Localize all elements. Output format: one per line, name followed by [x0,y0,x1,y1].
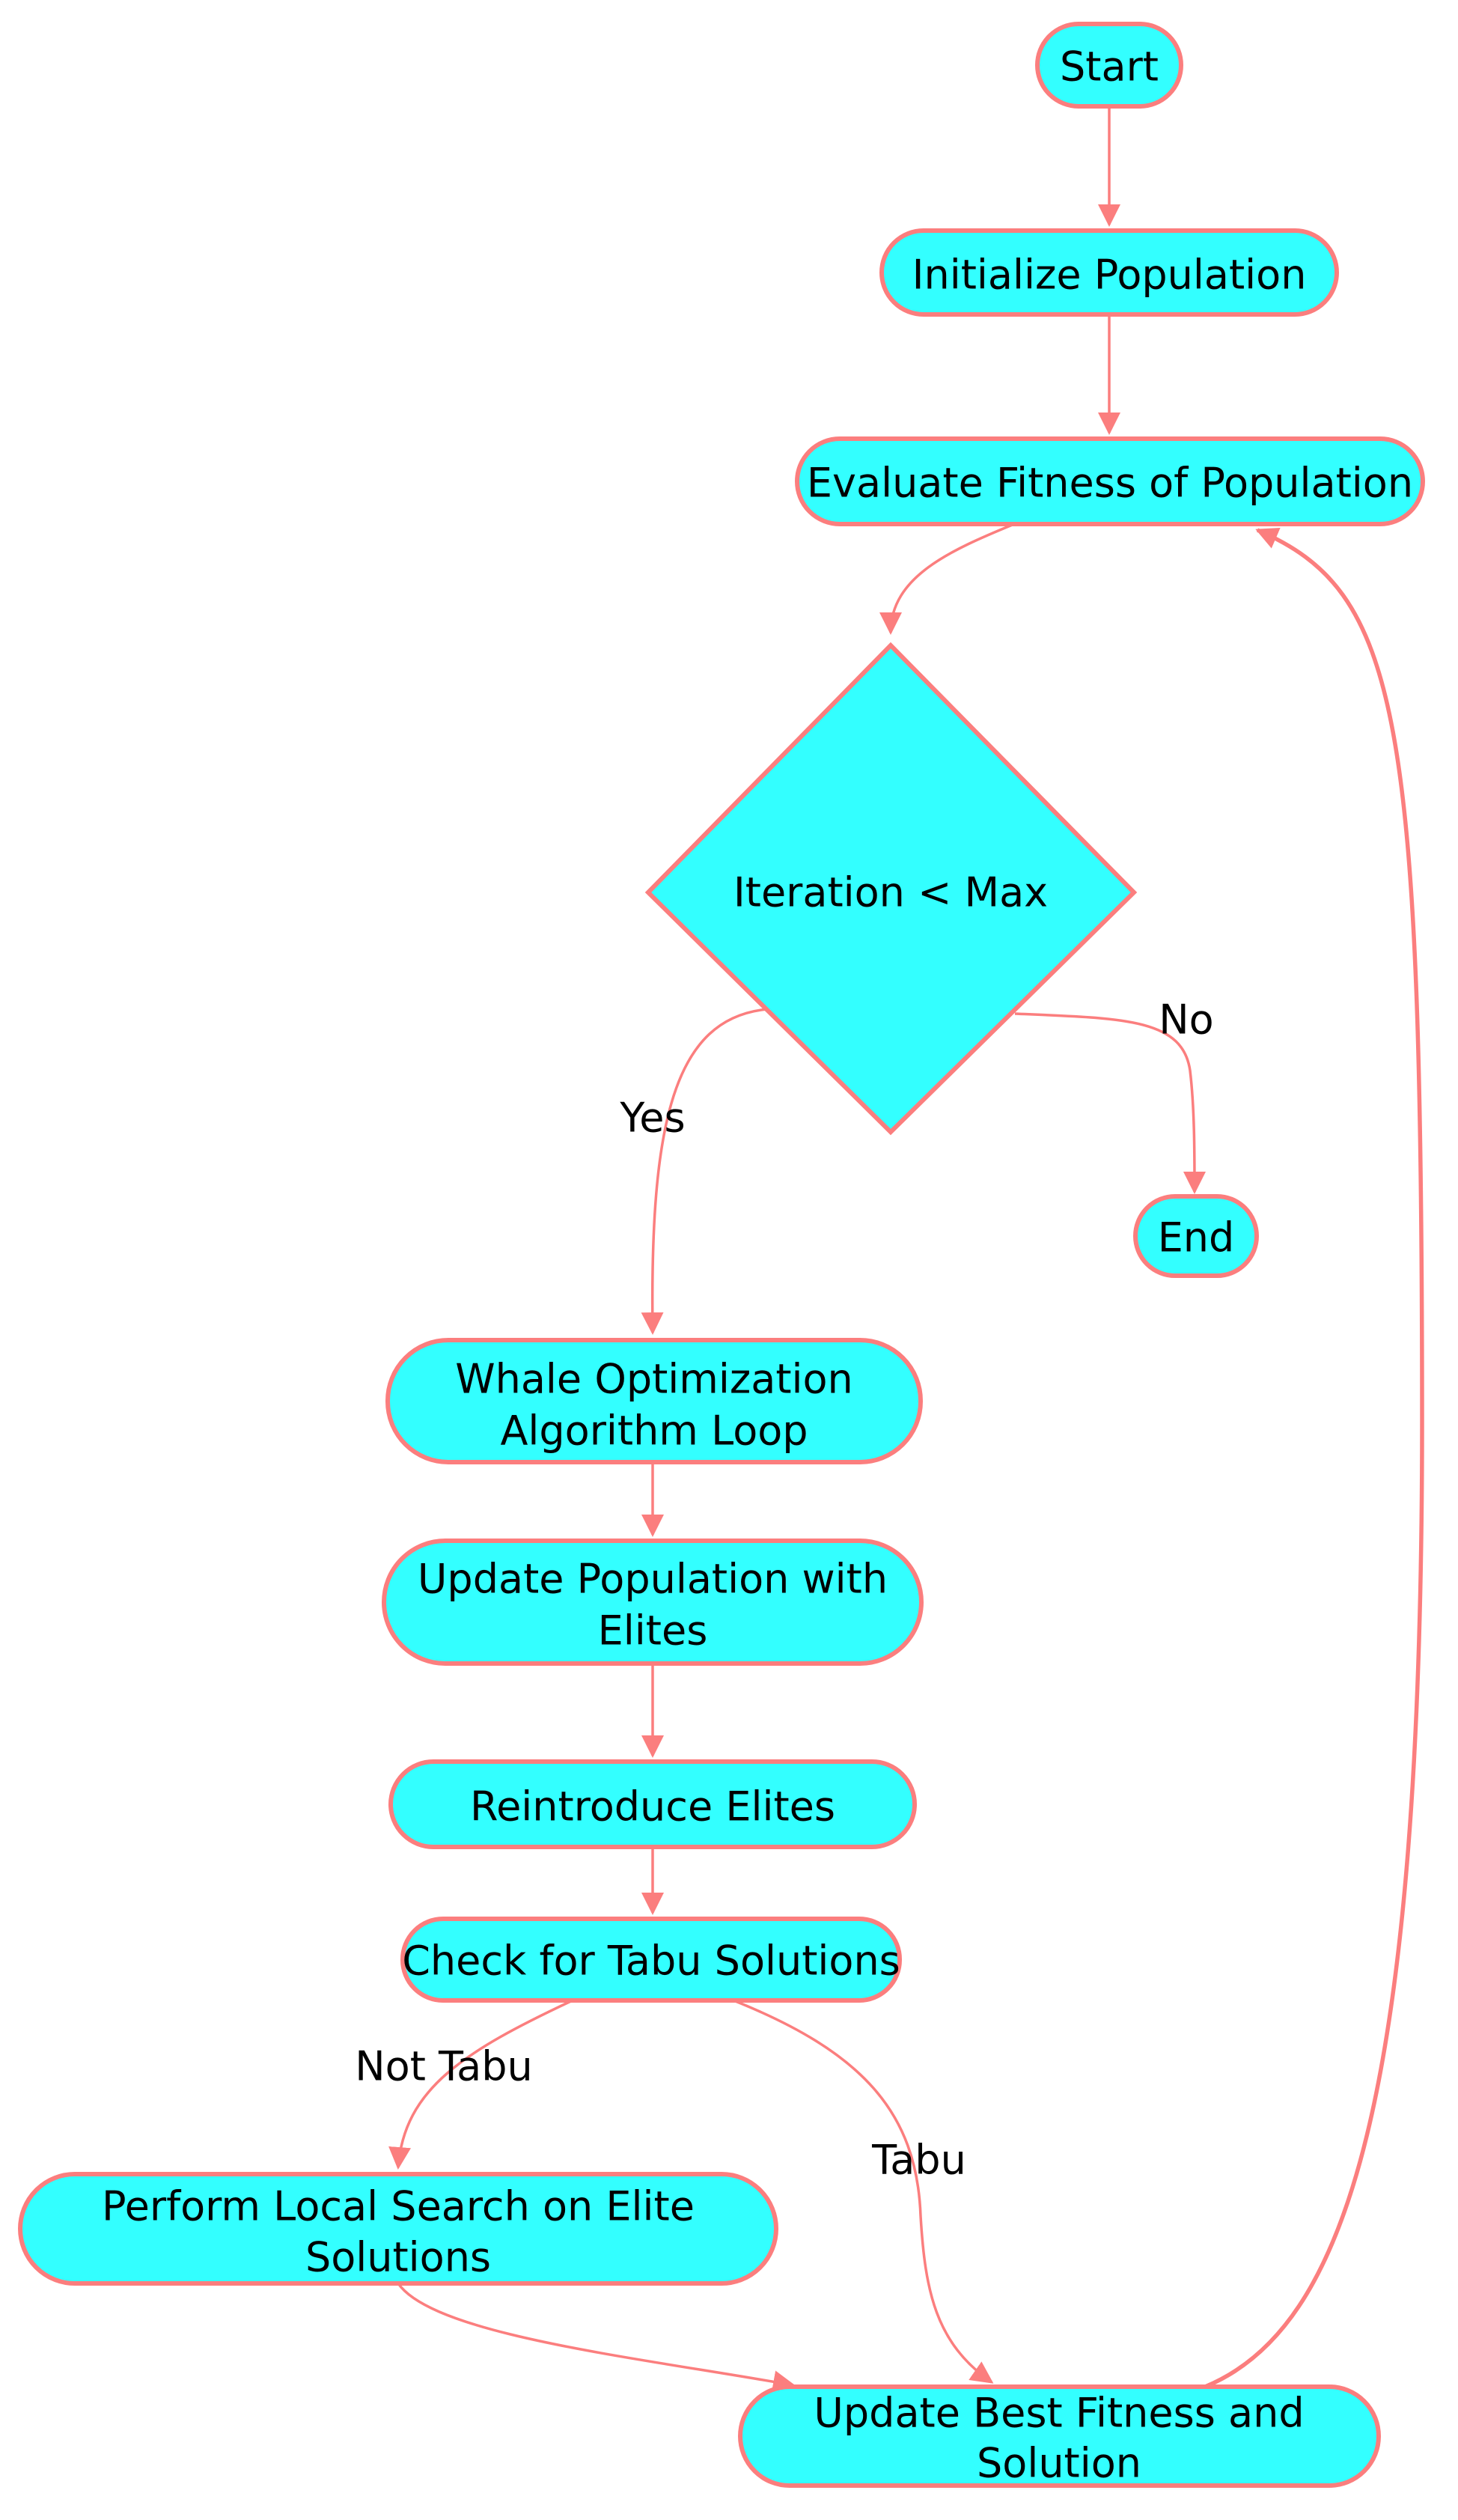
node-local-search-line1: Perform Local Search on Elite [102,2183,695,2230]
edge-label-not-tabu: Not Tabu [355,2043,532,2090]
edge-label-yes: Yes [619,1095,685,1142]
node-update-population-line2: Elites [598,1607,708,1655]
node-whale-optimization-loop: Whale Optimization Algorithm Loop [385,1338,923,1464]
node-update-best-line2: Solution [977,2440,1141,2487]
node-end-label: End [1158,1214,1235,1261]
edge-evaluate-to-decision [879,523,1015,635]
node-start-label: Start [1060,43,1159,91]
node-evaluate-fitness: Evaluate Fitness of Population [795,436,1425,526]
node-local-search: Perform Local Search on Elite Solutions [18,2172,778,2286]
node-local-search-line2: Solutions [305,2234,491,2281]
node-update-population-line1: Update Population with [418,1556,888,1603]
node-reintroduce-elites: Reintroduce Elites [388,1759,917,1849]
node-update-best: Update Best Fitness and Solution [738,2384,1381,2488]
node-evaluate-fitness-label: Evaluate Fitness of Population [807,460,1413,507]
node-decision-iteration-label: Iteration < Max [733,869,1048,916]
edge-label-no: No [1159,996,1213,1044]
edge-decision-to-woa [641,1008,768,1335]
edge-update-best-to-evaluate [1204,527,1424,2389]
node-update-best-line1: Update Best Fitness and [814,2390,1304,2437]
node-end: End [1133,1194,1259,1278]
node-initialize-population-label: Initialize Population [912,252,1307,299]
node-start: Start [1035,22,1183,109]
node-whale-optimization-loop-line2: Algorithm Loop [500,1407,808,1455]
edge-check-to-update-best [733,1999,994,2384]
node-initialize-population: Initialize Population [879,228,1339,317]
node-decision-iteration: Iteration < Max [644,642,1138,1136]
node-whale-optimization-loop-line1: Whale Optimization [455,1356,853,1403]
node-check-tabu: Check for Tabu Solutions [400,1917,902,2003]
node-update-population: Update Population with Elites [382,1539,924,1666]
edge-check-to-local-search [388,1999,573,2170]
edge-local-search-to-update-best [397,2283,796,2393]
edge-label-tabu: Tabu [871,2137,966,2184]
node-check-tabu-label: Check for Tabu Solutions [402,1938,900,1985]
edge-decision-to-end [1014,1012,1206,1194]
node-reintroduce-elites-label: Reintroduce Elites [470,1783,835,1830]
